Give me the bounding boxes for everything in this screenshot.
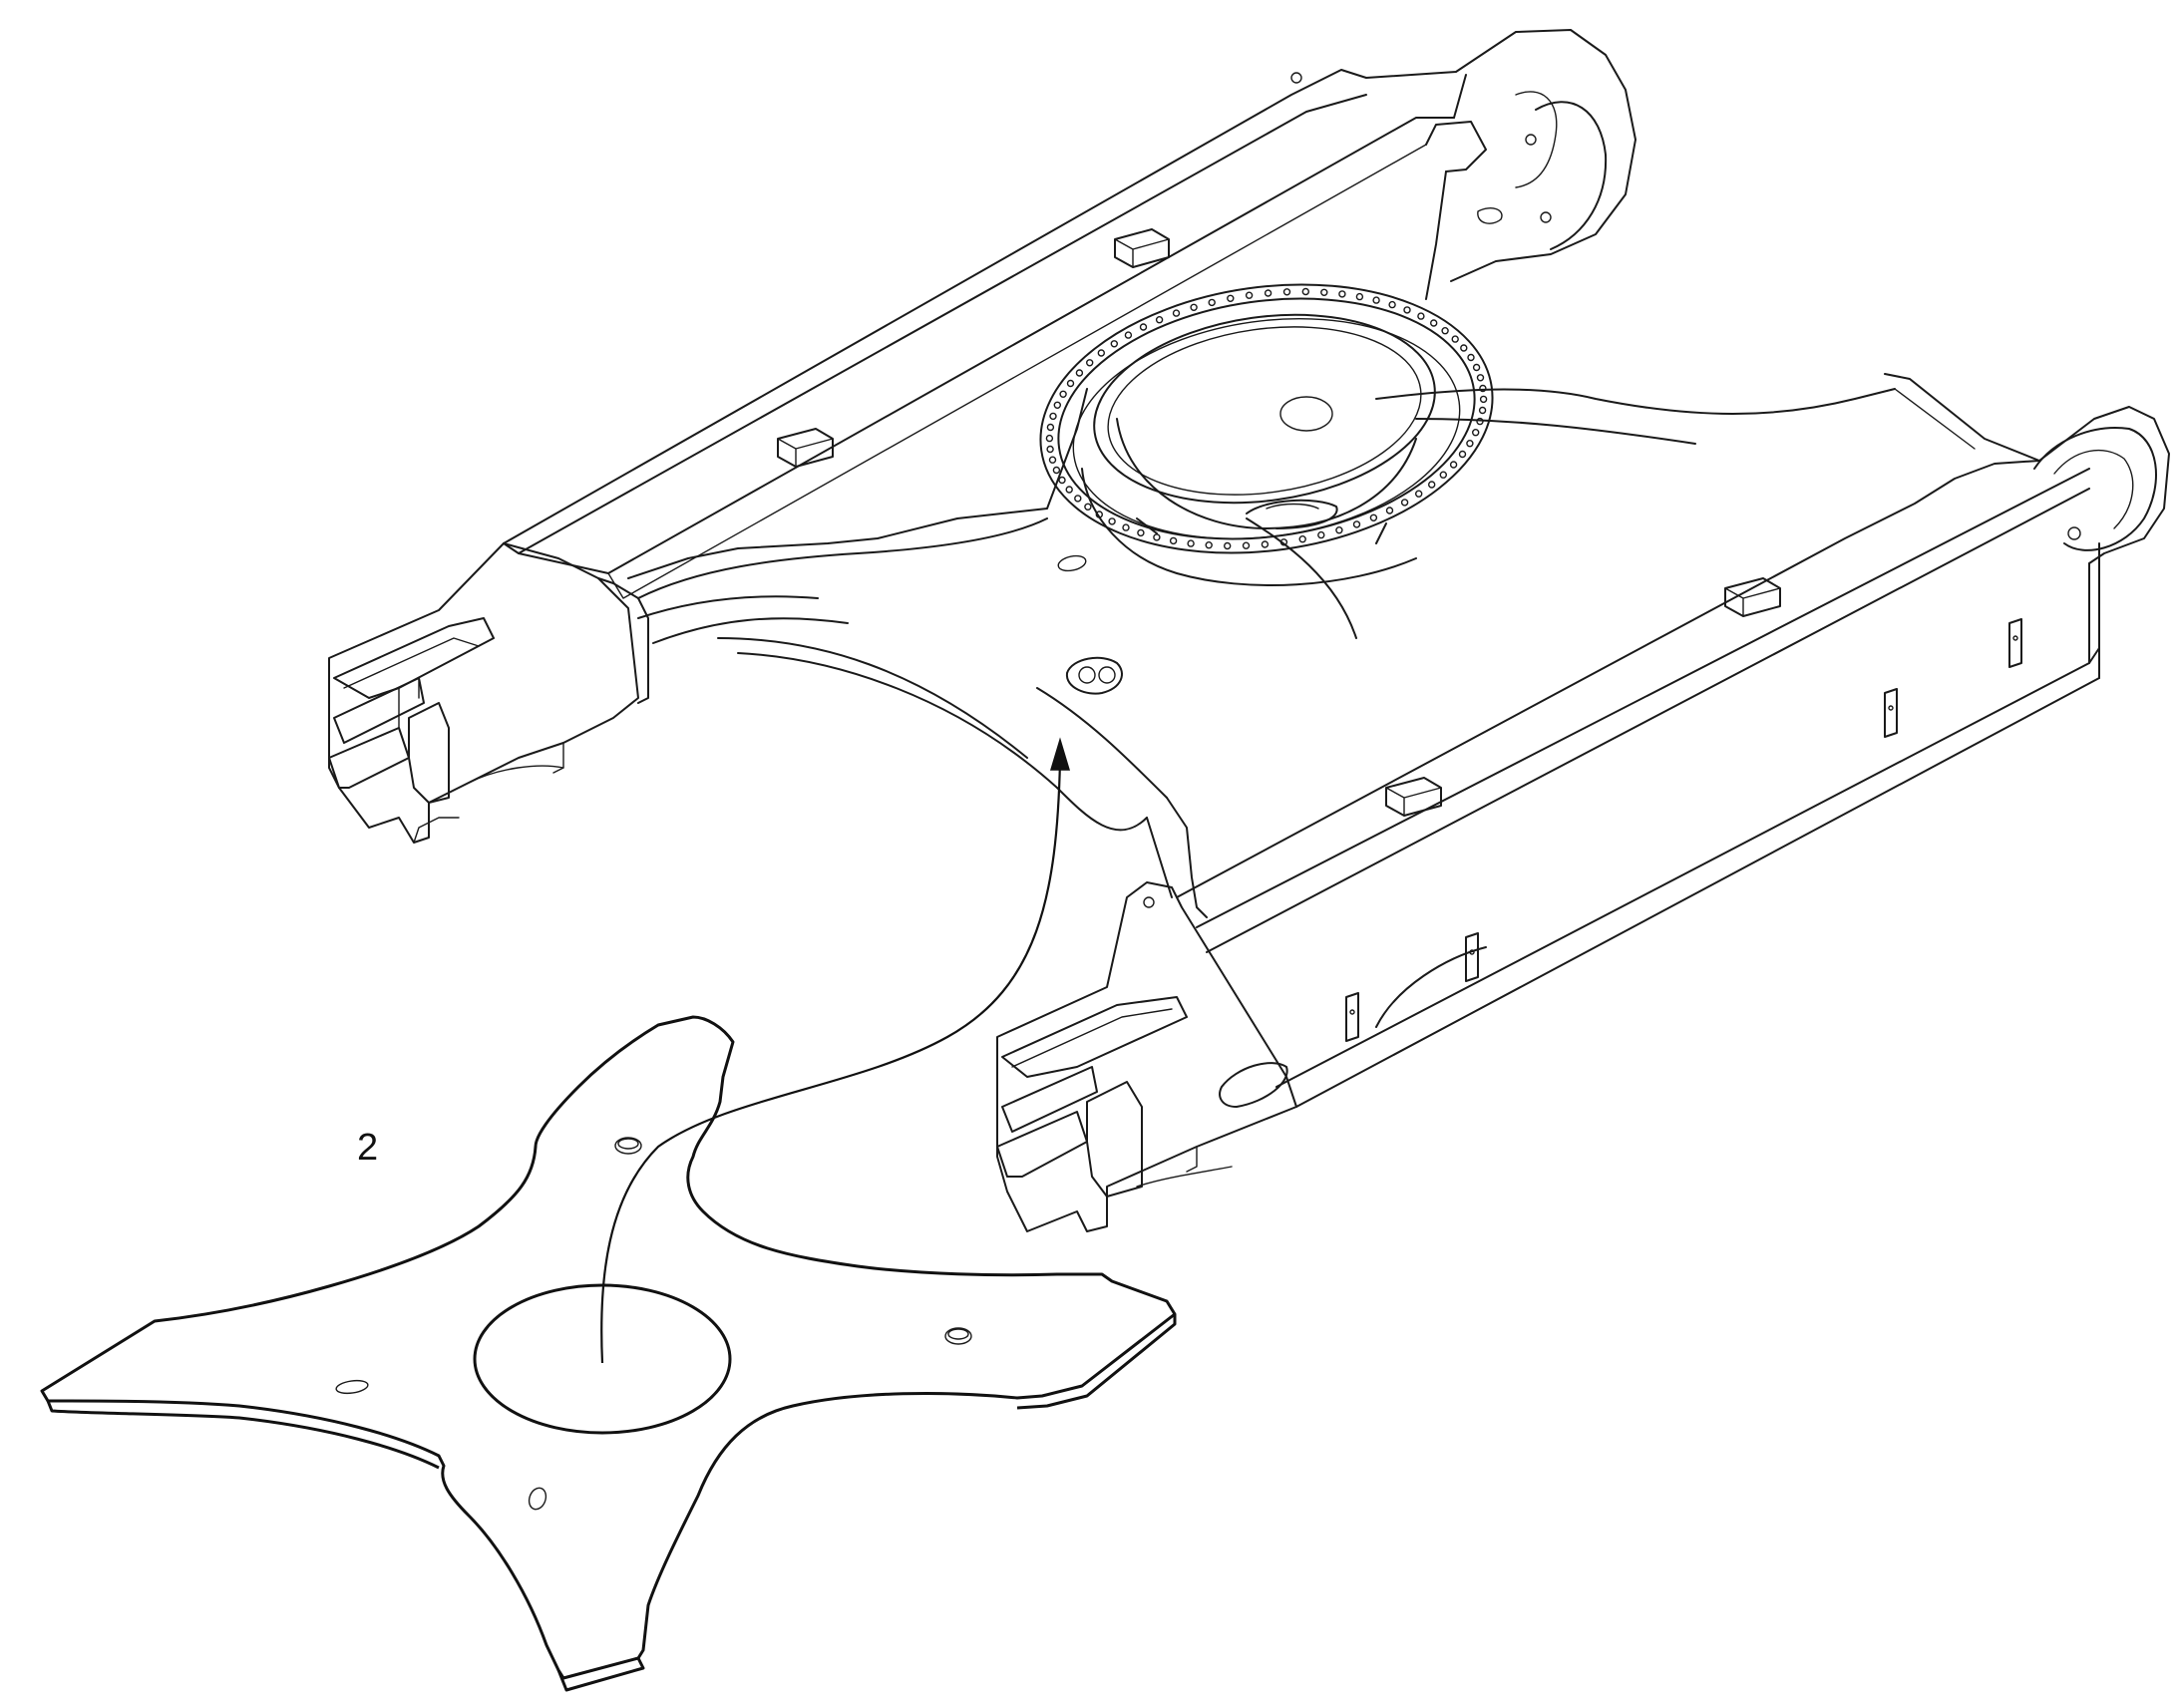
ring-bolt-hole [1095, 511, 1104, 518]
ring-bolt-hole [1279, 538, 1288, 546]
ring-bolt-hole [1187, 539, 1195, 547]
ring-bolt-hole [1048, 456, 1057, 464]
ring-bolt-hole [1058, 476, 1066, 485]
ring-bolt-hole [1137, 528, 1145, 537]
ring-bolt-hole [1245, 291, 1254, 299]
rear-left-end [328, 542, 649, 844]
ring-bolt-hole [1282, 288, 1291, 296]
ring-bolt-hole [1075, 369, 1084, 377]
ring-bolt-hole [1335, 526, 1343, 534]
ring-bolt-hole [1227, 294, 1235, 302]
ring-bolt-hole [1441, 327, 1449, 335]
ring-bolt-hole [1205, 541, 1213, 549]
ring-bolt-hole [1369, 513, 1378, 521]
ring-bolt-hole [1169, 536, 1178, 545]
ring-bolt-hole [1046, 423, 1055, 432]
ring-bolt-hole [1208, 298, 1216, 307]
ring-bolt-hole [1223, 541, 1232, 550]
ring-bolt-hole [1066, 379, 1075, 388]
ring-bolt-hole [1139, 323, 1148, 331]
ring-bolt-hole [1460, 344, 1468, 352]
ring-bolt-hole [1085, 359, 1094, 367]
ring-bolt-hole [1355, 292, 1364, 301]
ring-bolt-hole [1097, 349, 1106, 357]
ring-bolt-hole [1352, 520, 1361, 528]
ring-bolt-hole [1122, 523, 1130, 531]
ring-bolt-hole [1338, 290, 1346, 298]
front-side-frame [1176, 373, 2170, 1108]
ring-bolt-hole [1449, 461, 1458, 469]
ring-bolt-hole [1427, 481, 1436, 489]
bottom-cover-plate [40, 1015, 1177, 1692]
ring-bolt-hole [1155, 316, 1164, 324]
center-body [627, 283, 1896, 918]
ring-bolt-hole [1388, 300, 1396, 309]
undercarriage-frame [328, 29, 2170, 1232]
ring-bolt-hole [1472, 363, 1481, 372]
ring-bolt-hole [1458, 450, 1467, 459]
ring-bolt-hole [1074, 495, 1082, 503]
front-left-end [996, 881, 1297, 1232]
assembly-arrow [600, 737, 1071, 1364]
ring-bolt-hole [1065, 486, 1073, 494]
ring-bolt-hole [1108, 517, 1116, 525]
ring-bolt-hole [1046, 445, 1054, 454]
ring-bolt-hole [1172, 309, 1181, 317]
arrowhead [1049, 737, 1071, 771]
ring-bolt-hole [1059, 390, 1067, 398]
ring-bolt-hole [1403, 306, 1411, 314]
ring-bolt-hole [1053, 401, 1062, 409]
ring-bolt-hole [1439, 471, 1448, 479]
ring-bolt-hole [1429, 319, 1438, 327]
ring-bolt-hole [1451, 335, 1459, 343]
ring-bolt-hole [1153, 533, 1161, 541]
ring-bolt-hole [1052, 466, 1061, 475]
ring-bolt-hole [1320, 288, 1328, 296]
ring-bolt-hole [1385, 507, 1394, 514]
ring-bolt-hole [1124, 331, 1133, 339]
ring-bolt-hole [1298, 535, 1306, 543]
ring-bolt-hole [1476, 417, 1484, 426]
ring-bolt-hole [1372, 296, 1380, 304]
ring-bolt-hole [1261, 540, 1270, 548]
ring-bolt-hole [1317, 530, 1325, 539]
ring-bolt-hole [1084, 503, 1092, 511]
ring-bolt-hole [1242, 541, 1251, 549]
ring-bolt-holes [1045, 287, 1488, 550]
ring-bolt-hole [1301, 287, 1310, 296]
ring-bolt-hole [1478, 406, 1487, 415]
ring-bolt-hole [1476, 374, 1485, 382]
ring-bolt-hole [1264, 289, 1272, 297]
ring-bolt-hole [1467, 353, 1475, 362]
ring-bolt-hole [1479, 384, 1487, 393]
callout-label-2: 2 [357, 1127, 379, 1169]
ring-bolt-hole [1471, 429, 1480, 437]
ring-bolt-hole [1466, 440, 1474, 448]
ring-bolt-hole [1417, 312, 1425, 320]
ring-bolt-hole [1049, 412, 1057, 421]
ring-bolt-hole [1110, 340, 1119, 348]
ring-bolt-hole [1479, 395, 1488, 404]
ring-bolt-hole [1414, 490, 1423, 498]
ring-bolt-hole [1045, 434, 1054, 443]
rear-side-frame [503, 29, 1636, 599]
ring-bolt-hole [1190, 303, 1198, 311]
ring-bolt-hole [1400, 499, 1409, 507]
